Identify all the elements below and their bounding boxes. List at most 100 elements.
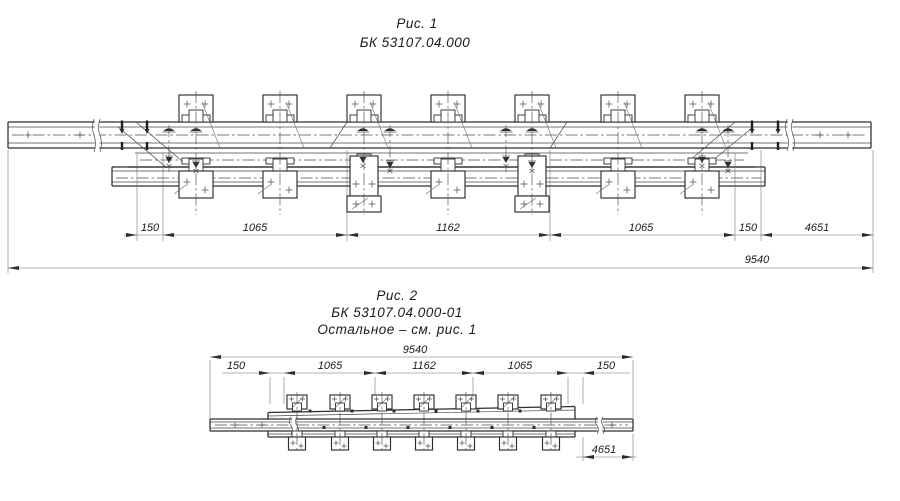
fastener-mark <box>392 409 396 413</box>
dim-arrowhead <box>557 371 568 375</box>
leader-line <box>425 184 439 195</box>
dim-label-overall: 9540 <box>745 254 770 266</box>
dim-arrowhead <box>539 233 550 237</box>
dim-arrowhead <box>375 371 386 375</box>
dim-arrowhead <box>163 233 174 237</box>
dim-arrowhead <box>622 355 633 359</box>
leader-line <box>257 184 271 195</box>
figure2-geometry <box>209 355 637 461</box>
dim2-label-1162: 1162 <box>412 360 436 372</box>
figure2-code: БК 53107.04.000-01 <box>331 305 463 320</box>
spike-symbol <box>699 163 705 169</box>
joint-tick <box>775 129 781 134</box>
dim-arrowhead <box>259 371 270 375</box>
dim-arrowhead <box>862 233 873 237</box>
spike-symbol <box>724 162 732 168</box>
fastener-mark <box>350 409 354 413</box>
bolt-symbol <box>526 128 538 131</box>
joint-tick <box>749 129 755 134</box>
break-gap <box>291 417 297 434</box>
figure2-note: Остальное – см. рис. 1 <box>317 322 476 337</box>
leader-line <box>519 197 537 210</box>
dim-label-150-left: 150 <box>141 222 160 234</box>
leader-line <box>707 101 727 149</box>
wedge-inner <box>267 409 576 417</box>
spike-symbol <box>528 162 536 168</box>
spike-symbol <box>502 157 510 163</box>
fastener-mark <box>406 426 410 429</box>
spike-symbol <box>386 162 394 168</box>
spike-symbol <box>192 162 200 168</box>
dim-arrowhead <box>210 355 221 359</box>
spike-symbol <box>359 157 367 163</box>
fastener-mark <box>518 409 522 413</box>
scarf-joint <box>329 121 348 149</box>
dim2-label-150-right: 150 <box>597 360 616 372</box>
leader-line <box>623 101 643 149</box>
break-line <box>601 416 605 435</box>
leader-line <box>351 197 369 210</box>
bolt-symbol <box>357 128 369 131</box>
taper-line <box>117 126 167 168</box>
joint-tick <box>119 129 125 134</box>
dim-arrowhead <box>583 371 594 375</box>
dim2-label-1065-right: 1065 <box>508 360 533 372</box>
spike-symbol <box>360 163 366 169</box>
dim-arrowhead <box>550 233 561 237</box>
break-gap <box>597 417 603 434</box>
break-line <box>92 118 96 153</box>
break-line <box>791 118 795 152</box>
dim-arrowhead <box>462 371 473 375</box>
fastener-mark <box>448 426 452 429</box>
dim-arrowhead <box>284 371 295 375</box>
break-line <box>785 118 789 152</box>
leader-line <box>369 101 389 149</box>
dim-arrowhead <box>862 266 873 270</box>
figure2-labels: Рис. 2 БК 53107.04.000-01 Остальное – см… <box>227 288 616 456</box>
dim-arrowhead <box>347 233 358 237</box>
fastener-mark <box>364 426 368 429</box>
dim-arrowhead <box>8 266 19 270</box>
dim-label-150-right: 150 <box>739 222 758 234</box>
dim-label-1065-left: 1065 <box>243 222 268 234</box>
break-gap <box>787 119 793 151</box>
leader-line <box>537 101 557 149</box>
break-line <box>98 118 102 153</box>
dim-arrowhead <box>622 455 633 459</box>
bolt-symbol <box>190 128 202 131</box>
dim2-label-overall: 9540 <box>403 344 428 356</box>
dim-label-1162: 1162 <box>436 222 460 234</box>
dim-label-4651: 4651 <box>805 222 829 234</box>
bolt-symbol <box>696 128 708 131</box>
joint-tick <box>144 129 150 134</box>
dim2-label-150-left: 150 <box>227 360 246 372</box>
break-line <box>595 416 599 435</box>
scarf-joint <box>549 121 568 149</box>
dim-arrowhead <box>126 233 137 237</box>
fastener-mark <box>434 409 438 413</box>
spike-symbol <box>193 168 199 174</box>
dim-arrowhead <box>364 371 375 375</box>
dim-arrowhead <box>761 233 772 237</box>
leader-line <box>453 101 473 149</box>
figure1-code: БК 53107.04.000 <box>360 35 471 50</box>
dim-arrowhead <box>336 233 347 237</box>
dim-label-1065-right: 1065 <box>629 222 654 234</box>
leader-line <box>201 101 221 149</box>
break-gap <box>94 119 100 152</box>
dim-arrowhead <box>724 233 735 237</box>
fastener-mark <box>490 426 494 429</box>
figure1-title: Рис. 1 <box>396 16 437 31</box>
leader-line <box>679 184 693 195</box>
fastener-mark <box>322 426 326 429</box>
taper-line <box>135 121 183 162</box>
figure1-geometry <box>7 91 874 273</box>
figure2-title: Рис. 2 <box>376 288 417 303</box>
fastener-mark <box>532 426 536 429</box>
fastener-mark <box>476 409 480 413</box>
leader-line <box>595 184 609 195</box>
figure1-labels: Рис. 1 БК 53107.04.000 150 1065 1162 106… <box>141 16 829 266</box>
fastener-mark <box>308 409 312 413</box>
dim2-label-1065-left: 1065 <box>318 360 343 372</box>
